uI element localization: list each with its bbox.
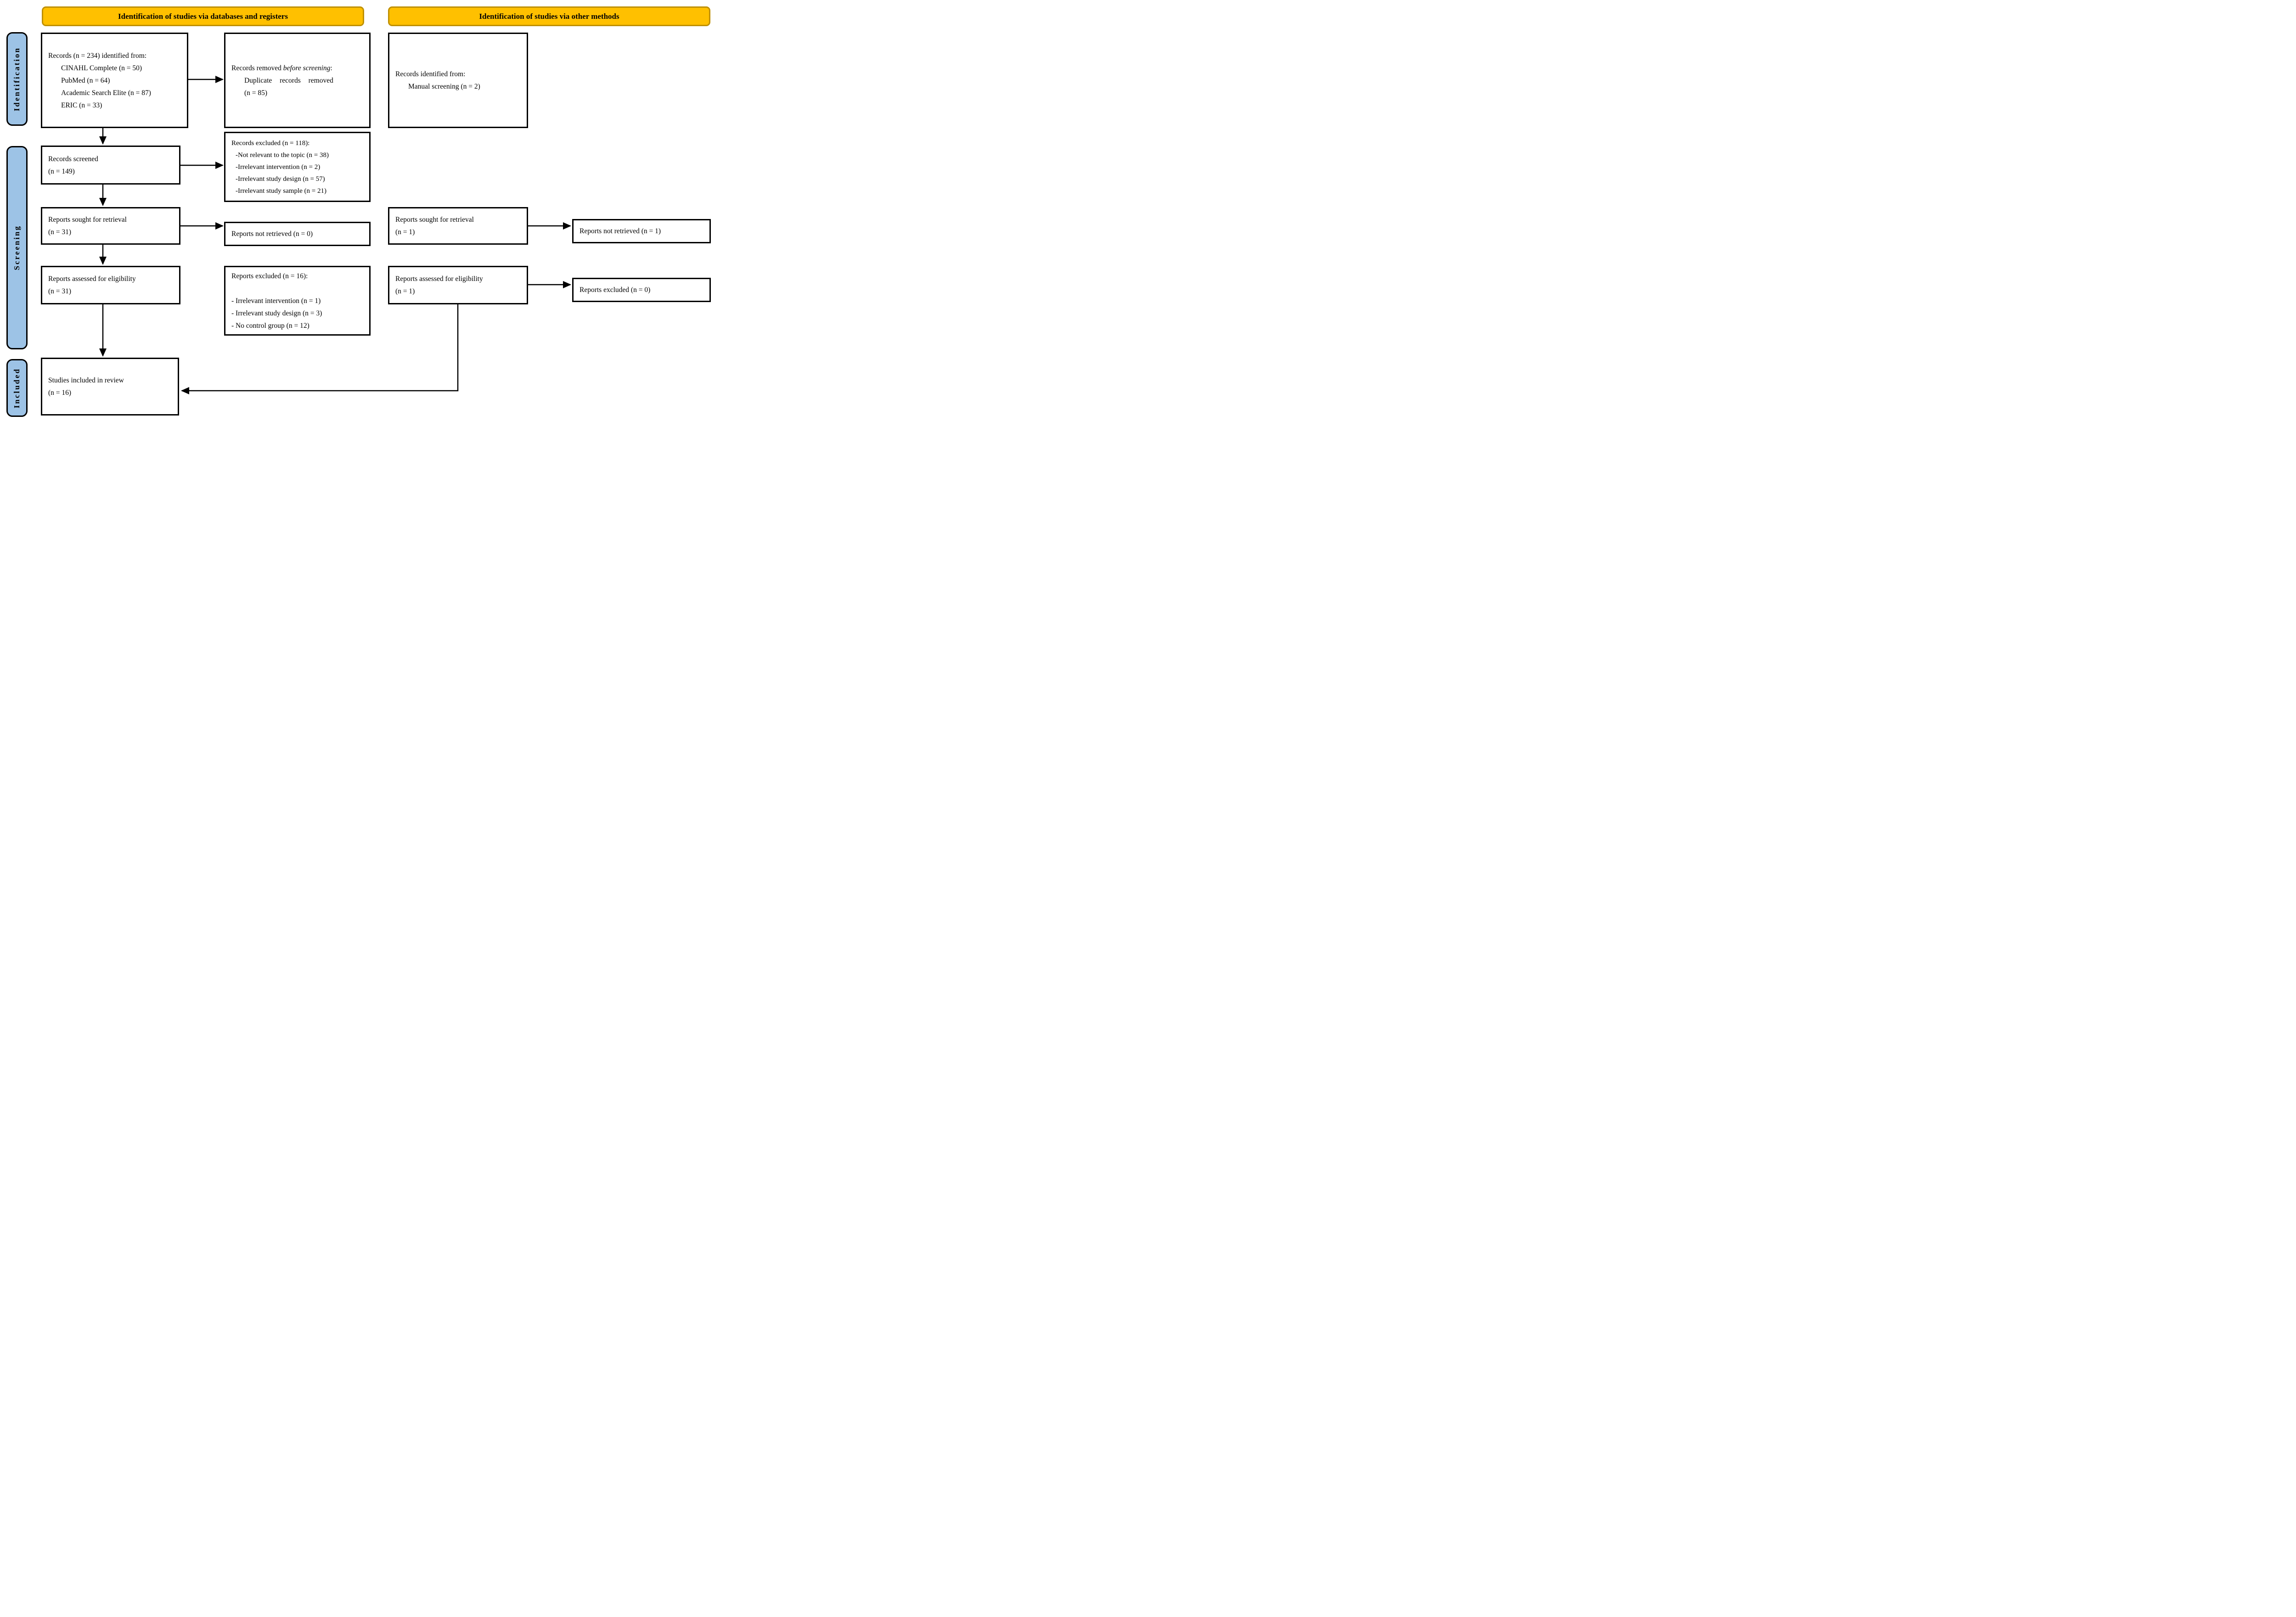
reports-assessed-other-line1: Reports assessed for eligibility xyxy=(395,275,483,283)
sidebar-identification: Identification xyxy=(6,32,28,126)
box-records-screened: Records screened (n = 149) xyxy=(41,146,180,185)
reports-excluded-other-label: Reports excluded (n = 0) xyxy=(580,286,651,294)
records-excluded-item: -Not relevant to the topic (n = 38) xyxy=(236,151,329,159)
header-other-label: Identification of studies via other meth… xyxy=(479,11,619,21)
reports-sought-other-line2: (n = 1) xyxy=(395,228,415,236)
box-reports-assessed-other: Reports assessed for eligibility (n = 1) xyxy=(388,266,528,304)
sidebar-identification-label: Identification xyxy=(12,46,21,112)
reports-excluded-title: Reports excluded (n = 16): xyxy=(231,272,308,280)
reports-sought-line1: Reports sought for retrieval xyxy=(48,216,127,224)
records-excluded-item: -Irrelevant intervention (n = 2) xyxy=(236,163,321,171)
reports-sought-line2: (n = 31) xyxy=(48,228,72,236)
header-databases-label: Identification of studies via databases … xyxy=(118,11,288,21)
box-records-removed: Records removed before screening: Duplic… xyxy=(224,33,371,128)
studies-included-line1: Studies included in review xyxy=(48,376,124,384)
reports-assessed-other-line2: (n = 1) xyxy=(395,287,415,295)
reports-excluded-item: - Irrelevant intervention (n = 1) xyxy=(231,297,321,305)
box-reports-not-retrieved-other: Reports not retrieved (n = 1) xyxy=(572,219,711,243)
records-screened-line1: Records screened xyxy=(48,155,98,163)
sidebar-screening: Screening xyxy=(6,146,28,349)
records-identified-other-item: Manual screening (n = 2) xyxy=(408,83,480,90)
reports-not-retrieved-label: Reports not retrieved (n = 0) xyxy=(231,230,313,238)
prisma-flow-diagram: Identification of studies via databases … xyxy=(0,0,720,421)
header-databases-registers: Identification of studies via databases … xyxy=(42,6,364,26)
records-removed-italic: before screening xyxy=(283,64,331,72)
records-removed-line3: (n = 85) xyxy=(244,89,268,97)
reports-assessed-line1: Reports assessed for eligibility xyxy=(48,275,136,283)
records-removed-line2: Duplicate records removed xyxy=(244,76,333,84)
box-reports-assessed: Reports assessed for eligibility (n = 31… xyxy=(41,266,180,304)
records-excluded-item: -Irrelevant study sample (n = 21) xyxy=(236,187,326,195)
reports-excluded-item: - No control group (n = 12) xyxy=(231,321,310,330)
reports-excluded-item: - Irrelevant study design (n = 3) xyxy=(231,309,322,317)
records-removed-title: Records removed before screening: xyxy=(231,64,332,72)
records-identified-item: PubMed (n = 64) xyxy=(61,76,110,84)
sidebar-included: Included xyxy=(6,359,28,417)
records-identified-item: ERIC (n = 33) xyxy=(61,101,102,109)
box-records-identified: Records (n = 234) identified from: CINAH… xyxy=(41,33,188,128)
reports-assessed-line2: (n = 31) xyxy=(48,287,72,295)
records-identified-other-title: Records identified from: xyxy=(395,70,466,78)
box-reports-excluded: Reports excluded (n = 16): - Irrelevant … xyxy=(224,266,371,336)
records-screened-line2: (n = 149) xyxy=(48,167,75,175)
blank-line xyxy=(231,282,367,295)
box-reports-sought-other: Reports sought for retrieval (n = 1) xyxy=(388,207,528,245)
records-identified-item: CINAHL Complete (n = 50) xyxy=(61,64,142,72)
header-other-methods: Identification of studies via other meth… xyxy=(388,6,710,26)
records-excluded-item: -Irrelevant study design (n = 57) xyxy=(236,175,325,183)
records-identified-title: Records (n = 234) identified from: xyxy=(48,51,147,60)
records-identified-item: Academic Search Elite (n = 87) xyxy=(61,89,151,97)
reports-sought-other-line1: Reports sought for retrieval xyxy=(395,216,474,224)
box-records-identified-other: Records identified from: Manual screenin… xyxy=(388,33,528,128)
sidebar-included-label: Included xyxy=(12,367,21,409)
records-excluded-title: Records excluded (n = 118): xyxy=(231,139,310,147)
box-records-excluded: Records excluded (n = 118): -Not relevan… xyxy=(224,132,371,202)
box-studies-included: Studies included in review (n = 16) xyxy=(41,358,179,415)
sidebar-screening-label: Screening xyxy=(12,225,21,270)
reports-not-retrieved-other-label: Reports not retrieved (n = 1) xyxy=(580,227,661,235)
box-reports-not-retrieved: Reports not retrieved (n = 0) xyxy=(224,222,371,246)
box-reports-excluded-other: Reports excluded (n = 0) xyxy=(572,278,711,302)
studies-included-line2: (n = 16) xyxy=(48,389,72,397)
box-reports-sought: Reports sought for retrieval (n = 31) xyxy=(41,207,180,245)
